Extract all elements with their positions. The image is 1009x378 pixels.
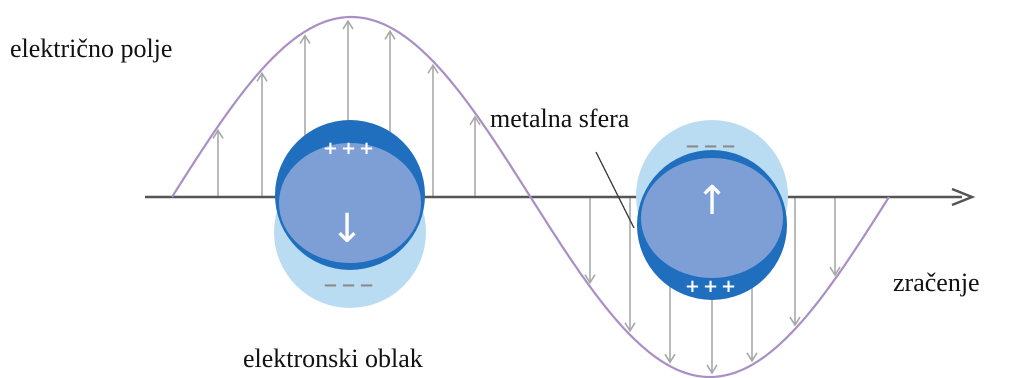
propagation-axis (145, 187, 976, 207)
left-sphere: +++ −−− ↓ (274, 120, 426, 308)
electron-cloud-label: elektronski oblak (243, 344, 423, 373)
field-arrowhead-icon (212, 128, 224, 139)
up-arrow-icon: ↑ (695, 178, 729, 224)
right-sphere-positive-charge: +++ (685, 276, 739, 297)
electric-field-label: električno polje (10, 34, 173, 63)
right-sphere-negative-charge: −−− (685, 136, 739, 157)
field-arrowhead-icon (299, 34, 311, 45)
right-sphere-core (641, 158, 783, 278)
field-arrowhead-icon (469, 115, 481, 126)
left-sphere-positive-charge: +++ (323, 138, 377, 159)
down-arrow-icon: ↓ (330, 206, 364, 252)
field-arrowhead-icon (427, 63, 439, 74)
left-sphere-negative-charge: −−− (323, 275, 377, 296)
field-arrowhead-icon (342, 19, 354, 30)
field-arrowhead-icon (829, 266, 841, 277)
right-sphere: −−− +++ ↑ (636, 120, 788, 300)
metal-sphere-label: metalna sfera (490, 104, 630, 133)
left-sphere-core (279, 143, 421, 263)
axis-arrowhead-icon (951, 187, 976, 207)
field-arrowhead-icon (746, 352, 758, 363)
field-arrowhead-icon (664, 353, 676, 364)
field-arrowhead-icon (706, 364, 718, 375)
field-arrowhead-icon (624, 322, 636, 333)
field-arrowhead-icon (256, 71, 268, 82)
field-arrowhead-icon (789, 316, 801, 327)
field-arrowhead-icon (584, 274, 596, 285)
electric-field-wave (171, 15, 890, 378)
radiation-label: zračenje (893, 268, 980, 297)
metal-sphere-pointer (595, 151, 635, 229)
field-arrowhead-icon (384, 29, 396, 40)
